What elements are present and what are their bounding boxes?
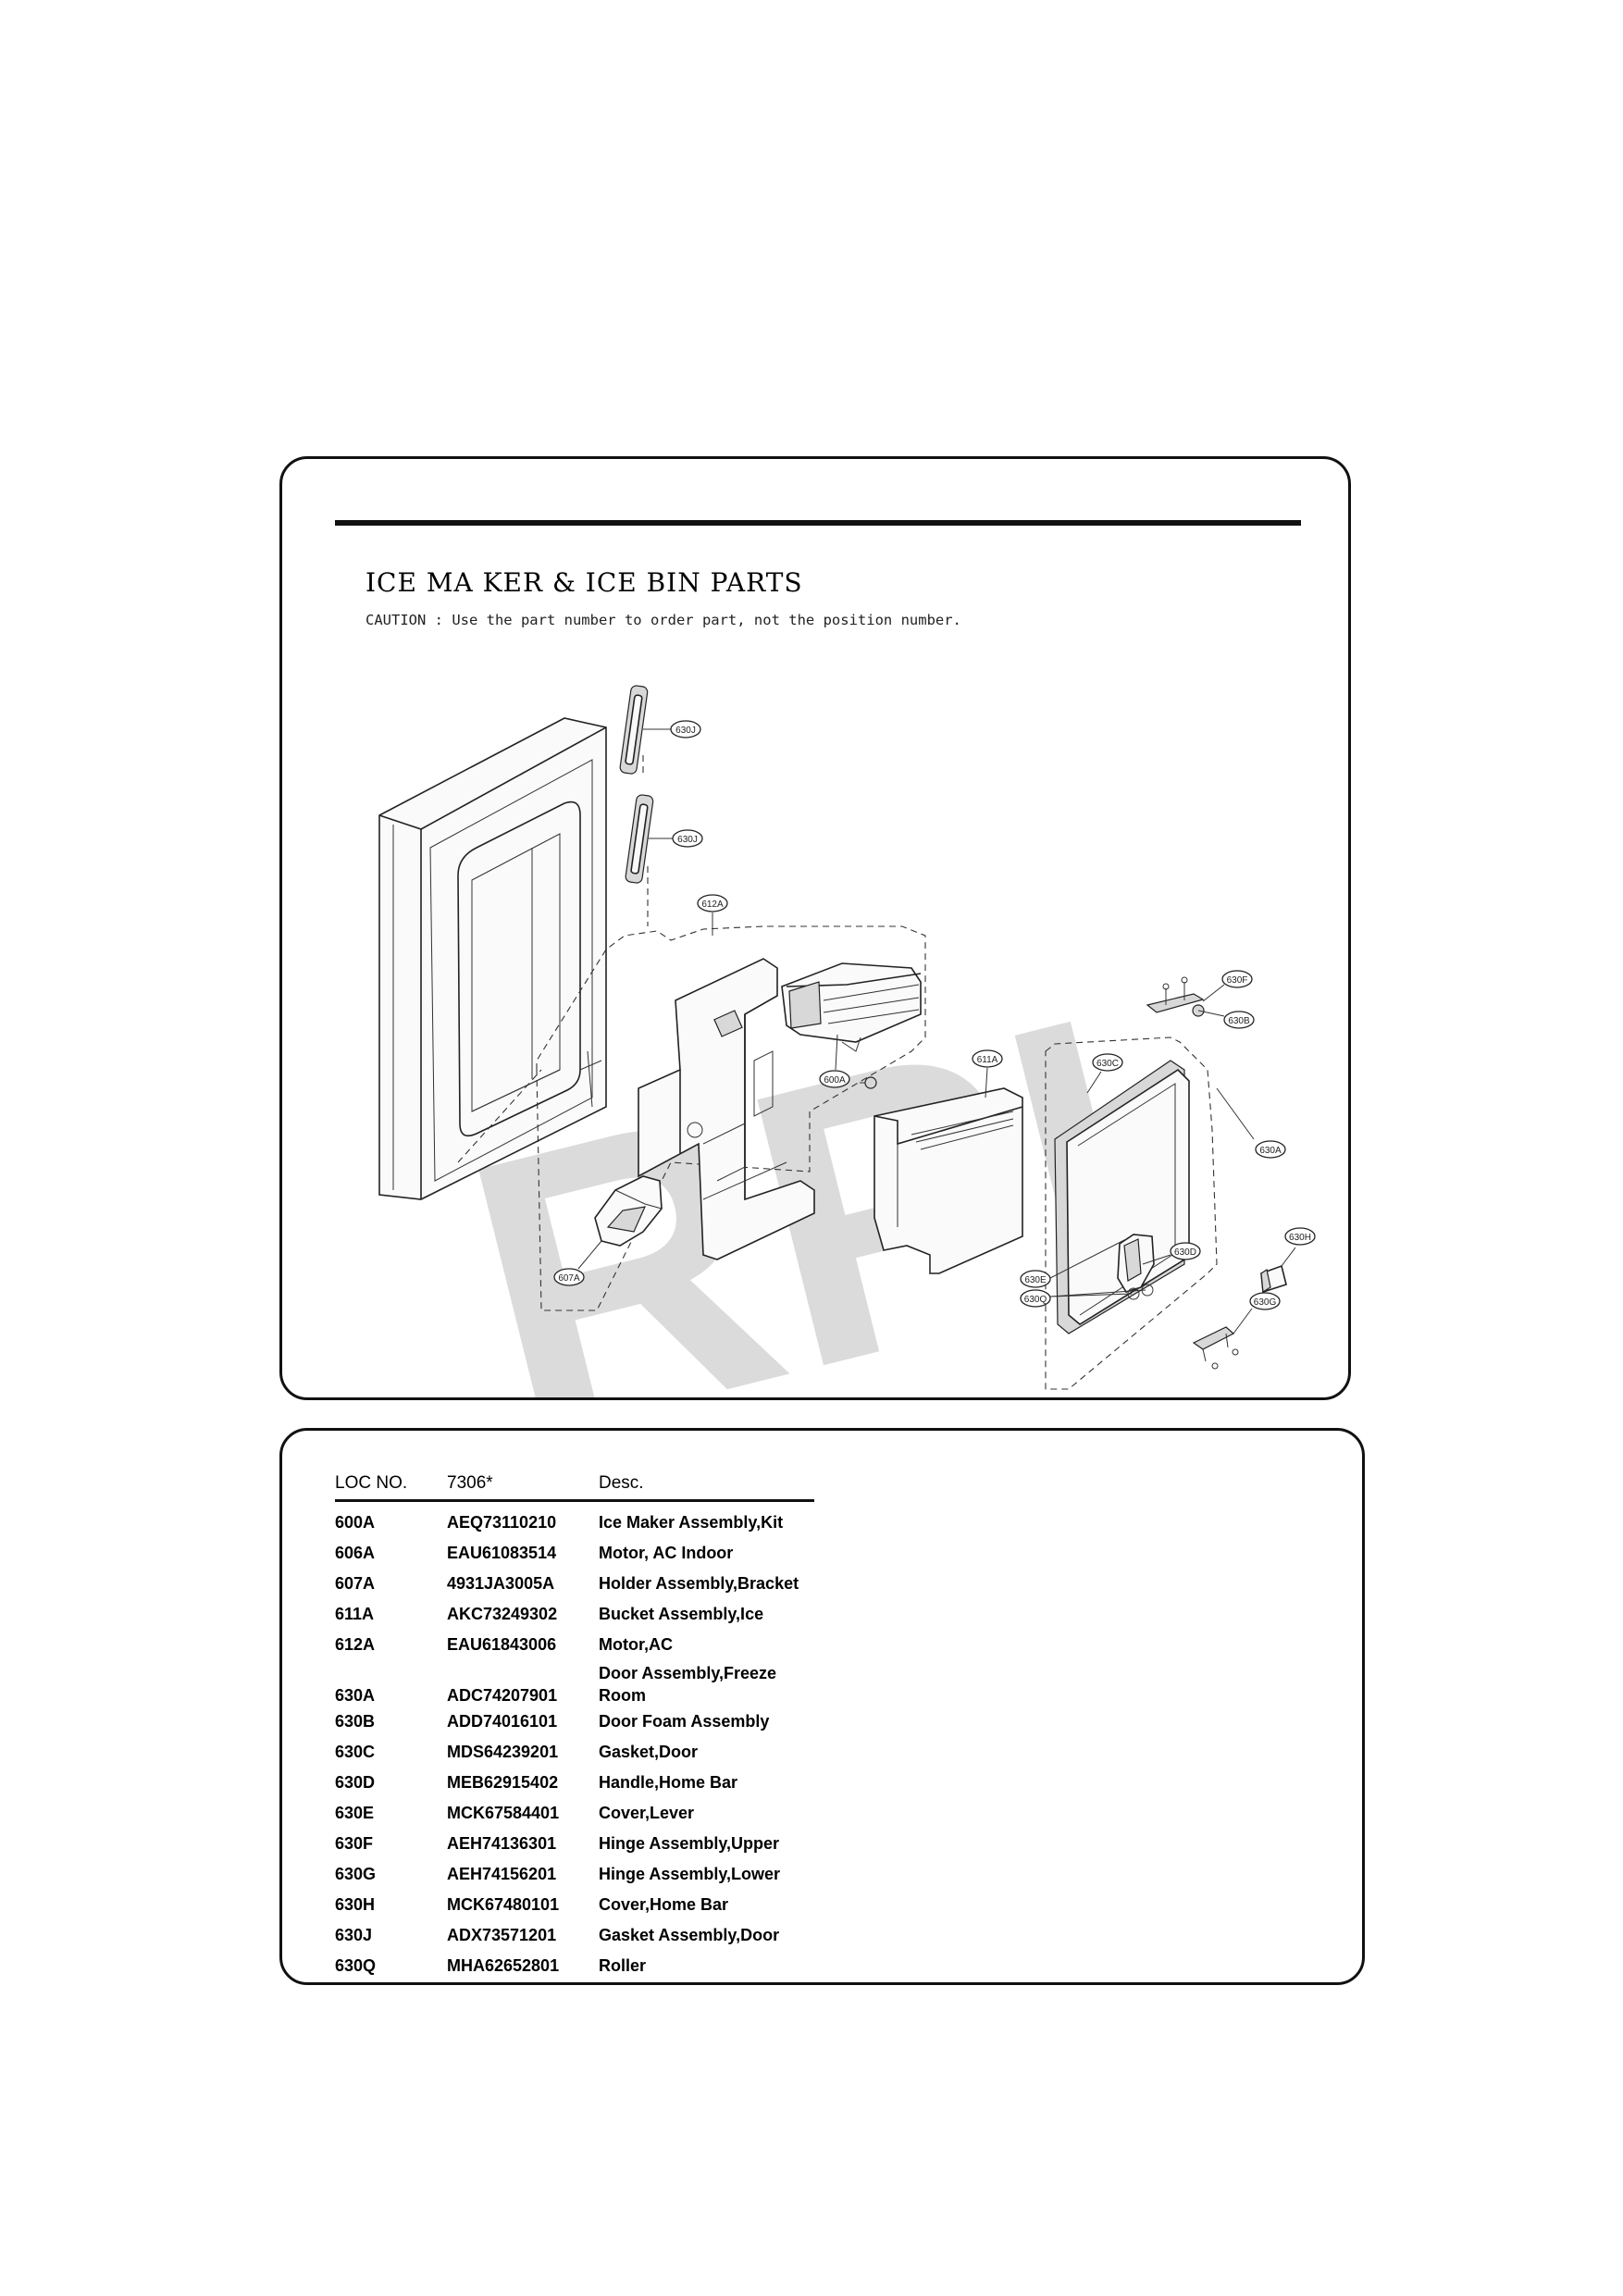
callout-630H: 630H <box>1284 1227 1316 1246</box>
ice-bucket-611A <box>873 1087 1023 1274</box>
gasket-630J-upper <box>619 685 649 775</box>
motor-bracket-612A <box>638 958 815 1260</box>
header-part-number: 7306* <box>447 1473 493 1493</box>
hinge-upper-630F <box>1146 976 1205 1017</box>
exploded-parts-diagram: RPI <box>378 685 1316 1397</box>
holder-607A <box>594 1175 663 1247</box>
motor-606A-screw <box>860 1076 877 1089</box>
callout-630C: 630C <box>1092 1053 1123 1072</box>
svg-text:607A: 607A <box>558 1273 580 1284</box>
header-loc-no: LOC NO. <box>335 1473 408 1493</box>
freezer-door-frame <box>378 717 607 1200</box>
callout-607A: 607A <box>553 1268 585 1286</box>
svg-text:630G: 630G <box>1254 1297 1277 1308</box>
svg-text:630E: 630E <box>1024 1275 1047 1285</box>
svg-text:630A: 630A <box>1259 1146 1282 1156</box>
callout-612A: 612A <box>697 894 728 912</box>
callout-630D: 630D <box>1170 1242 1201 1260</box>
table-header: LOC NO. 7306* Desc. <box>335 1468 816 1499</box>
callout-630J-lower: 630J <box>672 829 703 848</box>
header-rule <box>335 1499 814 1502</box>
callout-630Q: 630Q <box>1020 1289 1051 1308</box>
svg-text:630H: 630H <box>1289 1233 1311 1243</box>
header-description: Desc. <box>599 1473 644 1493</box>
cover-home-bar-630H <box>1260 1264 1287 1294</box>
assembly-boundary-630A <box>1045 1036 1218 1390</box>
diagram-title: ICE MA KER & ICE BIN PARTS <box>365 567 803 598</box>
gasket-630J-lower <box>625 794 654 884</box>
callout-630A: 630A <box>1255 1140 1286 1159</box>
door-630A <box>1054 1060 1190 1334</box>
svg-text:630C: 630C <box>1096 1059 1119 1069</box>
callout-611A: 611A <box>972 1049 1003 1068</box>
hinge-lower-630G <box>1192 1326 1239 1370</box>
ice-maker-600A <box>781 962 922 1052</box>
callout-630B: 630B <box>1223 1011 1255 1029</box>
leader-lines <box>577 728 1296 1334</box>
svg-text:630J: 630J <box>677 835 698 845</box>
callout-630F: 630F <box>1221 970 1253 988</box>
svg-text:630F: 630F <box>1227 975 1248 986</box>
svg-text:611A: 611A <box>977 1055 998 1065</box>
svg-text:630B: 630B <box>1228 1016 1250 1026</box>
table-row: 630A ADC74207901 Door Assembly,Freeze Ro… <box>335 1660 816 1706</box>
callout-630J-upper: 630J <box>670 720 701 738</box>
callout-630E: 630E <box>1020 1270 1051 1288</box>
svg-text:630D: 630D <box>1174 1247 1196 1258</box>
svg-text:630J: 630J <box>675 726 696 736</box>
svg-text:612A: 612A <box>701 900 724 910</box>
desc-line-2: Room <box>599 1686 646 1705</box>
desc-line-1: Door Assembly,Freeze <box>599 1664 777 1682</box>
callout-600A: 600A <box>819 1070 850 1088</box>
svg-text:600A: 600A <box>824 1075 846 1086</box>
diagram-panel: ICE MA KER & ICE BIN PARTS CAUTION : Use… <box>279 456 1351 1400</box>
header-rule <box>335 520 1301 526</box>
caution-note: CAUTION : Use the part number to order p… <box>365 612 961 628</box>
svg-text:630Q: 630Q <box>1024 1295 1047 1305</box>
callout-630G: 630G <box>1249 1292 1281 1310</box>
